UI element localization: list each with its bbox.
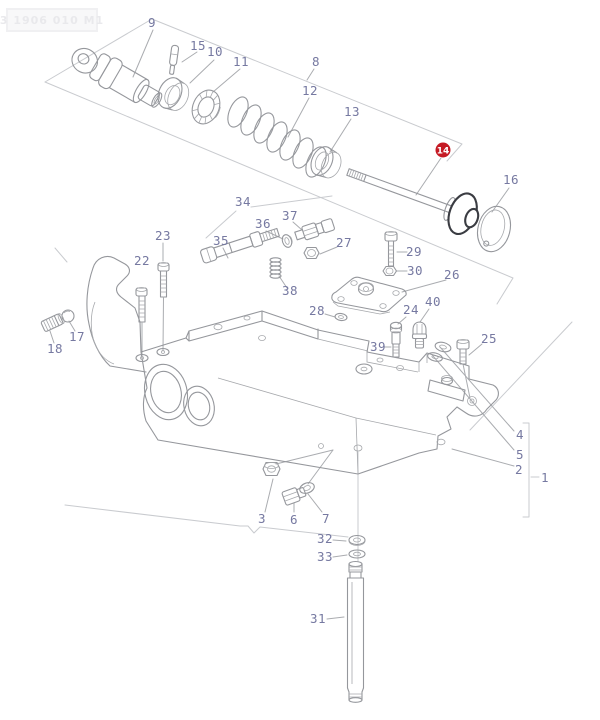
callout-34[interactable]: 34 [235, 194, 251, 209]
part-36-washer [281, 234, 293, 248]
callout-31[interactable]: 31 [310, 611, 326, 626]
callout-5[interactable]: 5 [516, 447, 524, 462]
callout-27[interactable]: 27 [336, 235, 352, 250]
callout-8[interactable]: 8 [312, 54, 320, 69]
callout-6[interactable]: 6 [290, 512, 298, 527]
callout-32[interactable]: 32 [317, 531, 333, 546]
part-25-bolt [456, 339, 470, 365]
callout-11[interactable]: 11 [233, 54, 249, 69]
callout-24[interactable]: 24 [403, 302, 419, 317]
callout-17[interactable]: 17 [69, 329, 85, 344]
callout-23[interactable]: 23 [155, 228, 171, 243]
callout-40[interactable]: 40 [425, 294, 441, 309]
leader-lines [49, 29, 515, 620]
highlight-badge-circle[interactable] [435, 142, 451, 158]
callout-7[interactable]: 7 [322, 511, 330, 526]
callout-18[interactable]: 18 [47, 341, 63, 356]
watermark-box [6, 8, 98, 32]
callout-25[interactable]: 25 [481, 331, 497, 346]
callout-37[interactable]: 37 [282, 208, 298, 223]
part-11-coupling [191, 89, 221, 125]
callout-10[interactable]: 10 [207, 44, 223, 59]
part-4-washer [434, 341, 452, 353]
part-31-shaft [346, 560, 365, 703]
callout-28[interactable]: 28 [309, 303, 325, 318]
lift-cover-casting [86, 255, 499, 475]
callout-30[interactable]: 30 [407, 263, 423, 278]
part-35-rod [200, 227, 280, 264]
part-10-seat [157, 77, 190, 111]
part-16-cover-disc [476, 205, 512, 253]
highlight-badge-number: 14 [437, 147, 450, 157]
part-15-pin [169, 44, 180, 75]
part-18-plug [40, 313, 65, 332]
part-3-nut [262, 461, 281, 477]
part-26-cover-plate [331, 276, 407, 315]
callout-29[interactable]: 29 [406, 244, 422, 259]
callout-1[interactable]: 1 [541, 470, 549, 485]
part-23-bolt [157, 262, 170, 352]
callout-12[interactable]: 12 [302, 83, 318, 98]
callout-9[interactable]: 9 [148, 15, 156, 30]
construction-lines [44, 18, 573, 563]
part-14-piston-rod [346, 168, 480, 236]
callout-4[interactable]: 4 [516, 427, 524, 442]
watermark: 3 1906 010 M1 [0, 8, 104, 32]
callout-13[interactable]: 13 [344, 104, 360, 119]
group-bracket-1 [522, 422, 530, 518]
callout-3[interactable]: 3 [258, 511, 266, 526]
part-12-spring [227, 96, 327, 178]
watermark-text: 3 1906 010 M1 [0, 14, 104, 27]
callout-38[interactable]: 38 [282, 283, 298, 298]
part-27-nut [303, 246, 320, 260]
callout-22[interactable]: 22 [134, 253, 150, 268]
part-32-washer [348, 534, 366, 546]
part-40-plug [411, 321, 428, 349]
part-22-bolt [135, 287, 148, 358]
part-39-sleeve [391, 331, 401, 345]
callout-16[interactable]: 16 [503, 172, 519, 187]
part-29-bolt [384, 231, 398, 267]
highlighted-callout-14[interactable]: 14 [435, 142, 451, 158]
part-28-washer [334, 312, 348, 322]
callout-26[interactable]: 26 [444, 267, 460, 282]
part-38-spring [269, 257, 282, 279]
callout-36[interactable]: 36 [255, 216, 271, 231]
callout-labels: 1 2 3 4 5 6 7 8 9 10 11 12 13 15 16 17 1… [47, 15, 549, 626]
callout-33[interactable]: 33 [317, 549, 333, 564]
callout-35[interactable]: 35 [213, 233, 229, 248]
part-30-nut [382, 265, 398, 277]
callout-2[interactable]: 2 [515, 462, 523, 477]
part-24-stud [389, 321, 403, 358]
part-13-spring-seat [310, 146, 342, 179]
callout-39[interactable]: 39 [370, 339, 386, 354]
part-33-washer [348, 549, 366, 559]
part-9-link-end [71, 47, 163, 108]
callout-15[interactable]: 15 [190, 38, 206, 53]
part-37-fitting [294, 218, 335, 241]
part-7-washer [299, 482, 315, 494]
